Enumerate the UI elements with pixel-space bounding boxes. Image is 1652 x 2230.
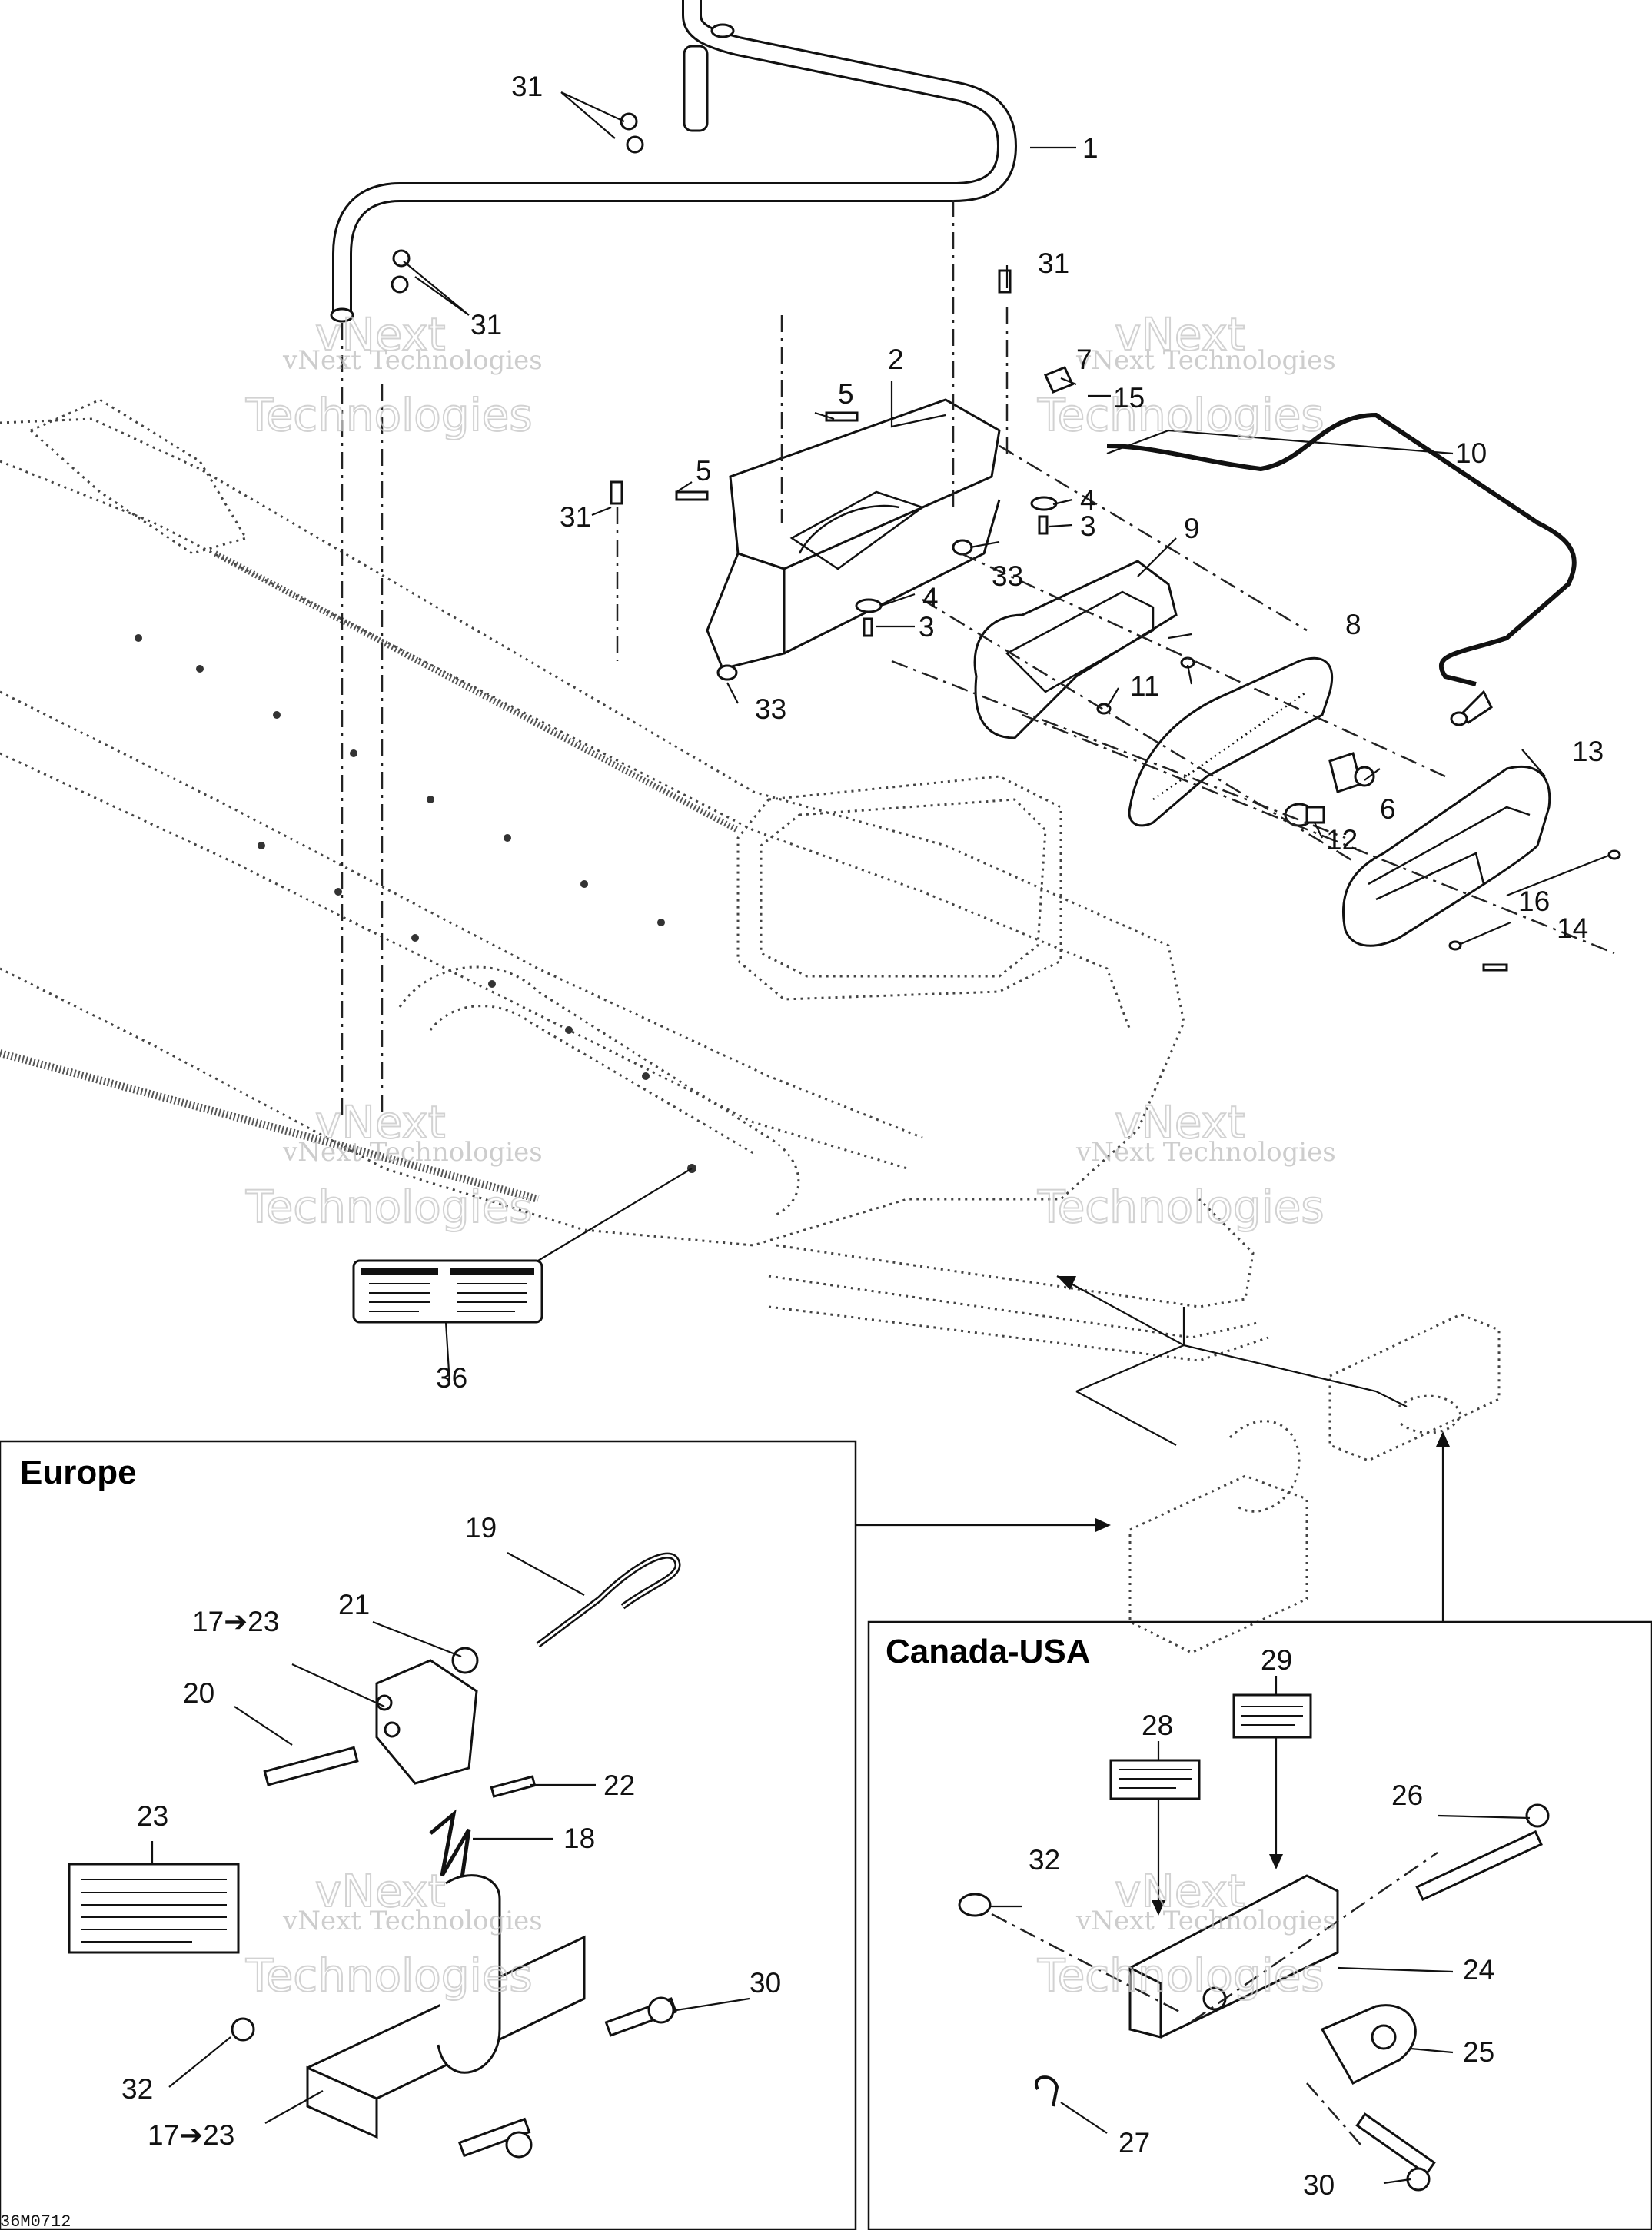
grab-handle-part-1: [330, 0, 1018, 323]
callout-27: 27: [1119, 2127, 1150, 2159]
callout-6: 6: [1380, 793, 1396, 825]
callout-31: 31: [1038, 248, 1069, 279]
svg-text:Technologies: Technologies: [245, 389, 533, 441]
svg-text:vNext Technologies: vNext Technologies: [282, 1906, 543, 1936]
assembly-lines: [341, 200, 1615, 1115]
callout-29: 29: [1261, 1644, 1292, 1676]
callout-9: 9: [1184, 513, 1200, 544]
callout-4: 4: [922, 582, 939, 613]
callout-14: 14: [1557, 912, 1588, 944]
callout-10: 10: [1455, 437, 1487, 469]
svg-text:Technologies: Technologies: [1037, 1181, 1325, 1233]
callout-2: 2: [888, 344, 904, 375]
wiring-harness-part-10: [1106, 412, 1577, 726]
callout-labels: 31 1 31 31 2 7 15 5 10 5 31 4 3 9 33 4 3…: [121, 71, 1604, 2201]
reference-arrows: [856, 1275, 1450, 1622]
canada-usa-variant-box: Canada-USA: [867, 1620, 1652, 2230]
europe-label: Europe: [20, 1454, 137, 1491]
hardware-bolts: [391, 112, 1621, 972]
warning-decal-part-36: [352, 1259, 543, 1324]
svg-text:vNext: vNext: [315, 1096, 445, 1148]
callout-33: 33: [755, 693, 786, 725]
callout-23: 23: [137, 1800, 168, 1832]
callout-30: 30: [1303, 2169, 1335, 2201]
snowmobile-tunnel-outline: [0, 398, 1269, 1362]
callout-31: 31: [511, 71, 543, 102]
callout-18: 18: [563, 1823, 595, 1854]
callout-32: 32: [121, 2073, 153, 2105]
callout-15: 15: [1113, 382, 1145, 414]
taillight-reflector-part-8: [1128, 656, 1334, 827]
callout-36: 36: [436, 1362, 467, 1394]
callout-7: 7: [1076, 344, 1092, 375]
svg-text:vNext Technologies: vNext Technologies: [1075, 345, 1336, 376]
callout-31: 31: [560, 501, 591, 533]
taillight-bracket-part-2: [706, 398, 1001, 670]
callout-17-23: 17➔23: [148, 2119, 234, 2151]
hitch-assembly-preview: [1128, 1313, 1501, 1654]
svg-text:vNext: vNext: [1115, 1096, 1245, 1148]
callout-21: 21: [338, 1589, 370, 1620]
callout-3: 3: [1080, 510, 1096, 542]
callout-22: 22: [603, 1770, 635, 1801]
svg-text:vNext: vNext: [1115, 1865, 1245, 1917]
callout-13: 13: [1572, 736, 1604, 767]
connector-part-7: [1043, 366, 1075, 394]
callout-3: 3: [919, 611, 935, 643]
europe-variant-box: Europe: [0, 1440, 857, 2230]
svg-text:vNext: vNext: [315, 308, 445, 361]
callout-12: 12: [1326, 824, 1358, 856]
taillight-housing-part-9: [973, 560, 1178, 739]
callout-24: 24: [1463, 1954, 1494, 1986]
callout-30: 30: [750, 1967, 781, 1999]
callout-1: 1: [1082, 132, 1099, 164]
callout-28: 28: [1142, 1710, 1173, 1741]
callout-26: 26: [1391, 1780, 1423, 1811]
taillight-lens-part-13: [1341, 765, 1551, 947]
callout-16: 16: [1518, 886, 1550, 917]
callout-33: 33: [992, 560, 1023, 592]
svg-text:Technologies: Technologies: [1037, 1949, 1325, 2002]
callout-5: 5: [696, 455, 712, 487]
svg-text:vNext: vNext: [315, 1865, 445, 1917]
leader-lines: [151, 91, 1611, 2185]
callout-8: 8: [1345, 609, 1361, 640]
canada-usa-label: Canada-USA: [886, 1633, 1091, 1670]
svg-text:Technologies: Technologies: [245, 1949, 533, 2002]
svg-text:vNext Technologies: vNext Technologies: [1075, 1906, 1336, 1936]
callout-11: 11: [1130, 670, 1159, 702]
callout-5: 5: [838, 378, 854, 410]
svg-text:vNext Technologies: vNext Technologies: [282, 345, 543, 376]
svg-text:Technologies: Technologies: [245, 1181, 533, 1233]
callout-4: 4: [1080, 484, 1096, 516]
image-code: 36M0712: [0, 2212, 71, 2230]
svg-text:vNext Technologies: vNext Technologies: [1075, 1137, 1336, 1168]
watermarks: vNext vNext Technologies Technologies vN…: [244, 307, 1336, 2002]
callout-17-23: 17➔23: [192, 1606, 279, 1637]
svg-text:vNext Technologies: vNext Technologies: [282, 1137, 543, 1168]
svg-text:vNext: vNext: [1115, 308, 1245, 361]
svg-text:Technologies: Technologies: [1037, 389, 1325, 441]
callout-20: 20: [183, 1677, 214, 1709]
callout-19: 19: [465, 1512, 497, 1544]
callout-31: 31: [470, 309, 502, 341]
callout-32: 32: [1029, 1844, 1060, 1876]
callout-25: 25: [1463, 2036, 1494, 2068]
bulb-socket-part-6: [1328, 752, 1375, 793]
